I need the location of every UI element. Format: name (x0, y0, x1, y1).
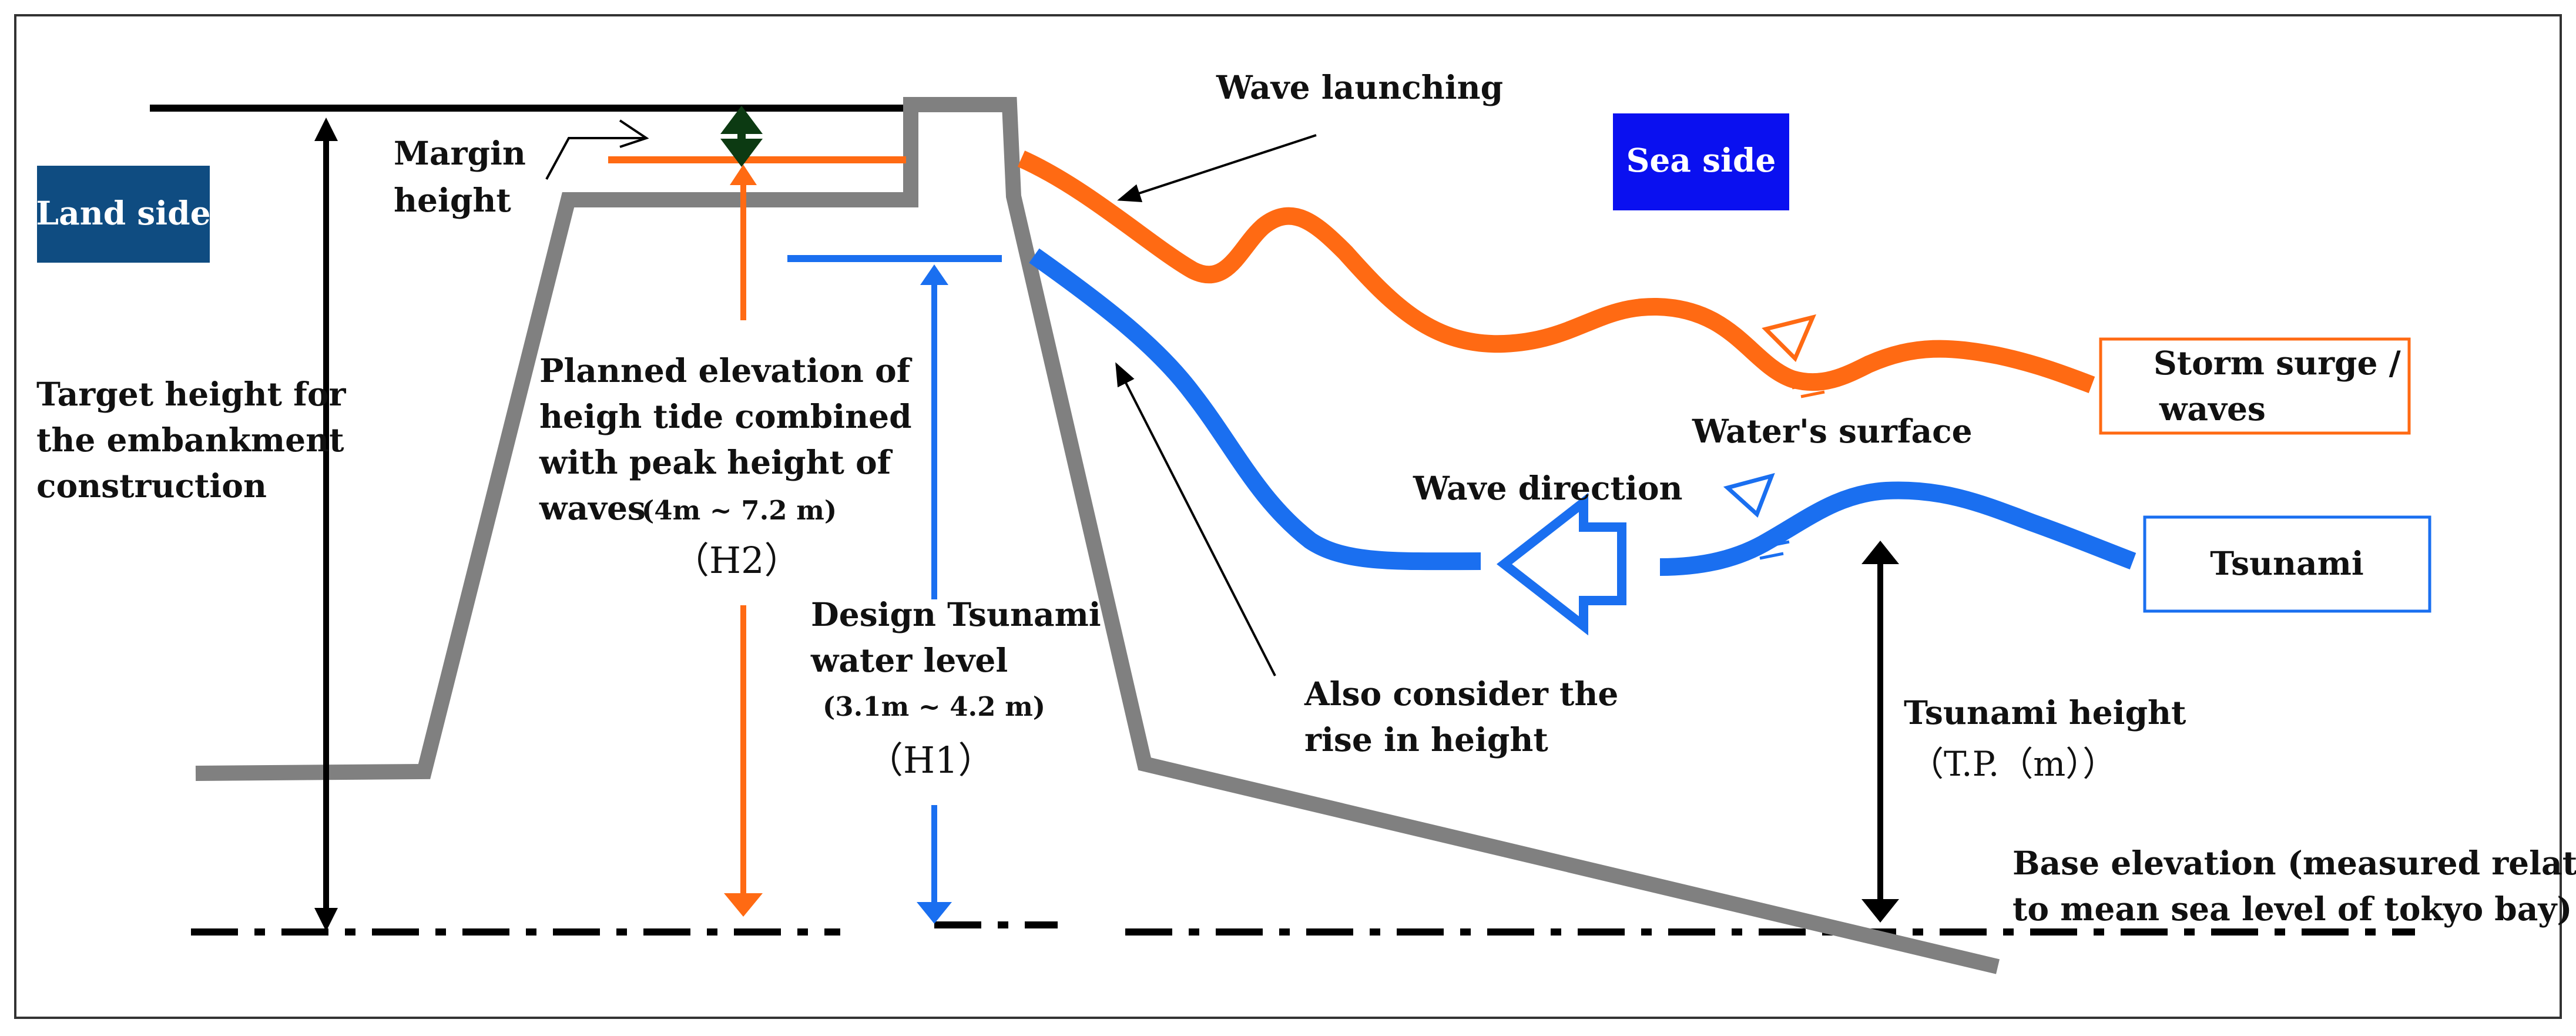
h2-range: (4m ~ 7.2 m) (642, 495, 837, 526)
margin-arrow-head-down (720, 139, 763, 167)
tsunami-height-label-line1: Tsunami height (1904, 693, 2186, 732)
wave-direction-label: Wave direction (1413, 469, 1683, 507)
water-surface-label: Water's surface (1692, 412, 1973, 450)
target-height-label-line3: construction (36, 467, 267, 505)
wave-direction-arrow (1496, 492, 1626, 636)
diagram-frame (14, 14, 2562, 1019)
tsunami-wave-right (1659, 481, 2136, 576)
wave-launching-leader (1117, 134, 1317, 202)
land-side-box (37, 166, 210, 263)
land-side-label: Land side (36, 194, 210, 232)
tsunami-height-head-up (1861, 541, 1899, 564)
h2-label-line1: Planned elevation of (539, 351, 913, 390)
base-elevation-label-line2: to mean sea level of tokyo bay) (2012, 890, 2572, 928)
h2-label-line3: with peak height of (539, 443, 893, 481)
rise-height-label-line1: Also consider the (1304, 675, 1618, 713)
h1-range: (3.1m ~ 4.2 m) (823, 691, 1045, 722)
margin-height-label-line1: Margin (394, 134, 526, 172)
tsunami-surface-tick-2 (1759, 552, 1784, 560)
h1-label-line2: water level (810, 641, 1008, 679)
sea-side-box (1613, 113, 1789, 210)
storm-surface-tick-1 (1792, 379, 1831, 390)
storm-surge-label-line1: Storm surge / (2154, 344, 2401, 382)
tsunami-box (2143, 515, 2431, 613)
tsunami-height-label-line2: （T.P.（m）） (1910, 744, 2117, 784)
sea-side-label: Sea side (1626, 141, 1776, 179)
h1-arrow-head-up (920, 264, 948, 285)
tsunami-height-head-down (1861, 899, 1899, 923)
storm-surge-label-line2: waves (2159, 390, 2266, 428)
storm-surge-wave (1017, 150, 2095, 394)
h1-arrow-head-down (917, 902, 952, 924)
margin-leader-arrowhead (619, 119, 649, 148)
tsunami-label: Tsunami (2210, 544, 2364, 582)
target-height-label-line2: the embankment (36, 421, 344, 459)
base-elevation-label-line1: Base elevation (measured relative (2012, 844, 2576, 882)
margin-arrow-head-up (720, 106, 763, 134)
h2-label-line4: waves (539, 489, 646, 527)
storm-surge-box (2099, 337, 2411, 435)
rise-height-label-line2: rise in height (1304, 720, 1548, 759)
h2-label-line2: heigh tide combined (539, 397, 912, 435)
margin-leader-line (545, 137, 646, 180)
embankment-profile (195, 97, 2000, 974)
h1-label-line1: Design Tsunami (811, 595, 1101, 633)
tsunami-surface-tick-1 (1750, 540, 1790, 551)
wave-launching-label: Wave launching (1216, 68, 1503, 106)
h2-tag: （H2） (673, 539, 801, 582)
h1-tag: （H1） (867, 739, 995, 782)
storm-water-surface-marker (1762, 314, 1816, 363)
target-height-label-line1: Target height for (36, 375, 346, 413)
tsunami-water-surface-marker (1723, 472, 1775, 518)
margin-height-label-line2: height (394, 181, 511, 219)
rise-height-leader (1115, 362, 1276, 676)
tsunami-wave-left (1029, 248, 1481, 571)
h2-arrow-head-down (724, 893, 763, 917)
h2-arrow-head-up (730, 165, 757, 185)
storm-surface-tick-2 (1800, 390, 1825, 398)
